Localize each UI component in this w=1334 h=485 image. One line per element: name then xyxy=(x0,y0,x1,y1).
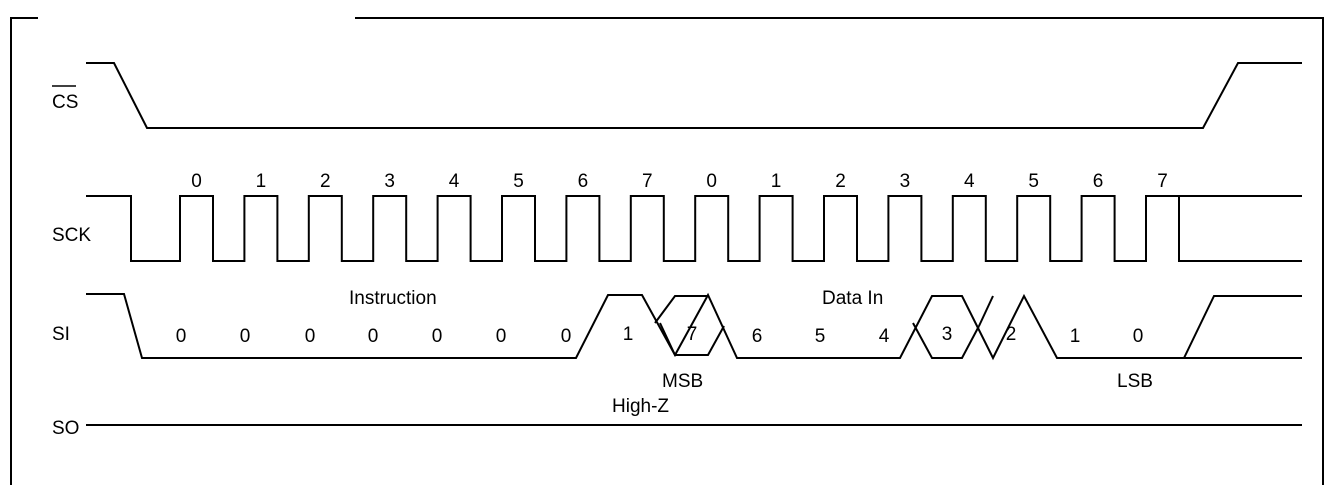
lsb-label: LSB xyxy=(1117,371,1153,392)
clock-label: 0 xyxy=(191,171,202,192)
clock-label: 3 xyxy=(900,171,911,192)
so-signal-label: SO xyxy=(52,418,79,439)
clock-label: 1 xyxy=(771,171,782,192)
clock-label: 5 xyxy=(1028,171,1039,192)
si-bit-label: 0 xyxy=(176,326,187,347)
si-bit2-bottom xyxy=(978,295,994,327)
cs-signal-label: CS xyxy=(52,92,78,113)
si-bit-label: 0 xyxy=(305,326,316,347)
clock-label: 1 xyxy=(256,171,267,192)
si-bit-label: 5 xyxy=(815,326,826,347)
clock-label: 7 xyxy=(642,171,653,192)
clock-label: 0 xyxy=(706,171,717,192)
si-bit-label: 1 xyxy=(623,324,634,345)
clock-cycle-labels: 0 1 2 3 4 5 6 7 0 1 2 3 4 5 6 7 xyxy=(191,171,1168,192)
clock-label: 6 xyxy=(1093,171,1104,192)
clock-label: 4 xyxy=(449,171,460,192)
si-bit3-bottom xyxy=(912,322,980,359)
msb-label: MSB xyxy=(662,371,703,392)
si-bit7-bottom xyxy=(659,322,725,356)
si-bit-label: 7 xyxy=(687,324,698,345)
si-bit-label: 0 xyxy=(368,326,379,347)
sck-signal-label: SCK xyxy=(52,225,91,246)
si-bit-label: 4 xyxy=(879,326,890,347)
sck-waveform xyxy=(86,195,1302,262)
high-z-label: High-Z xyxy=(612,396,669,417)
clock-label: 4 xyxy=(964,171,975,192)
si-bit-label: 3 xyxy=(942,324,953,345)
clock-label: 7 xyxy=(1157,171,1168,192)
si-bit-label: 2 xyxy=(1006,324,1017,345)
clock-label: 2 xyxy=(320,171,331,192)
si-bit-labels: 0 0 0 0 0 0 0 1 7 6 5 4 3 2 1 0 xyxy=(176,324,1144,347)
si-bit7-lower-half xyxy=(654,295,708,324)
clock-label: 6 xyxy=(578,171,589,192)
si-bit-label: 0 xyxy=(496,326,507,347)
clock-label: 5 xyxy=(513,171,524,192)
instruction-label: Instruction xyxy=(349,288,437,309)
si-bit-label: 1 xyxy=(1070,326,1081,347)
si-bit-label: 6 xyxy=(752,326,763,347)
clock-label: 2 xyxy=(835,171,846,192)
si-signal-label: SI xyxy=(52,324,70,345)
clock-label: 3 xyxy=(384,171,395,192)
si-bit-label: 0 xyxy=(561,326,572,347)
si-bit-label: 0 xyxy=(240,326,251,347)
cs-waveform xyxy=(86,62,1302,129)
si-bit-label: 0 xyxy=(432,326,443,347)
data-in-label: Data In xyxy=(822,288,883,309)
si-bit-label: 0 xyxy=(1133,326,1144,347)
diagram-frame xyxy=(10,17,1324,485)
